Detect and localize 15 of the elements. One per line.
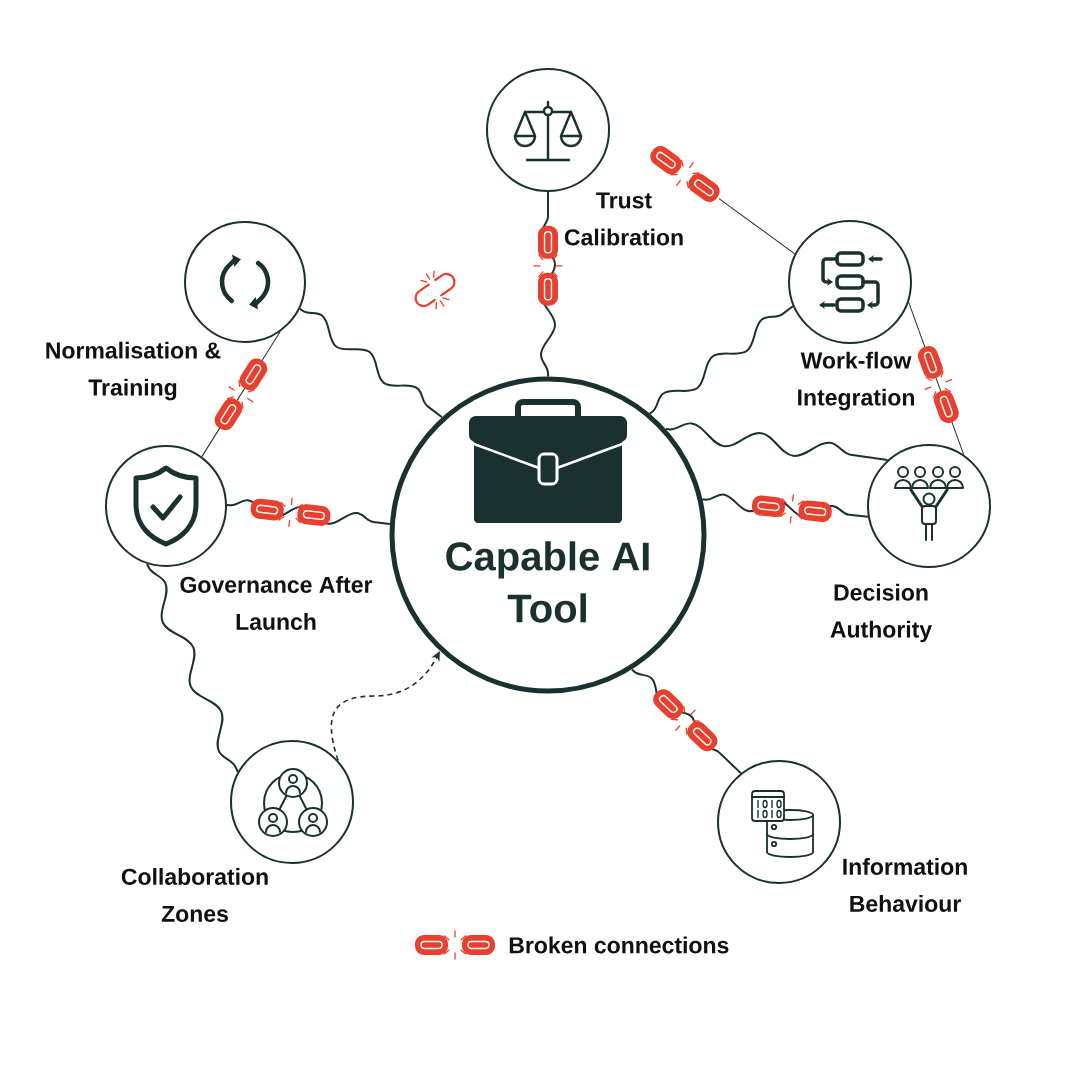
node-label: Normalisation & Training	[46, 341, 221, 401]
hub-label: Capable AI Tool	[446, 541, 649, 623]
node-label: Collaboration Zones	[121, 868, 268, 922]
node-label: Decision Authority	[830, 583, 932, 643]
wavy-line	[664, 422, 889, 461]
node-label: Work-flow Integration	[798, 351, 914, 411]
node-label: Governance After Launch	[180, 576, 373, 630]
node-label: Trust Calibration	[564, 192, 683, 246]
node-label: Information Behaviour	[843, 858, 967, 912]
connector-line	[718, 198, 796, 255]
wavy-line	[648, 305, 794, 415]
wavy-line	[146, 563, 239, 773]
broken-chain-icon	[650, 145, 720, 202]
wavy-line	[298, 307, 443, 419]
legend-label: Broken connections	[509, 936, 729, 954]
